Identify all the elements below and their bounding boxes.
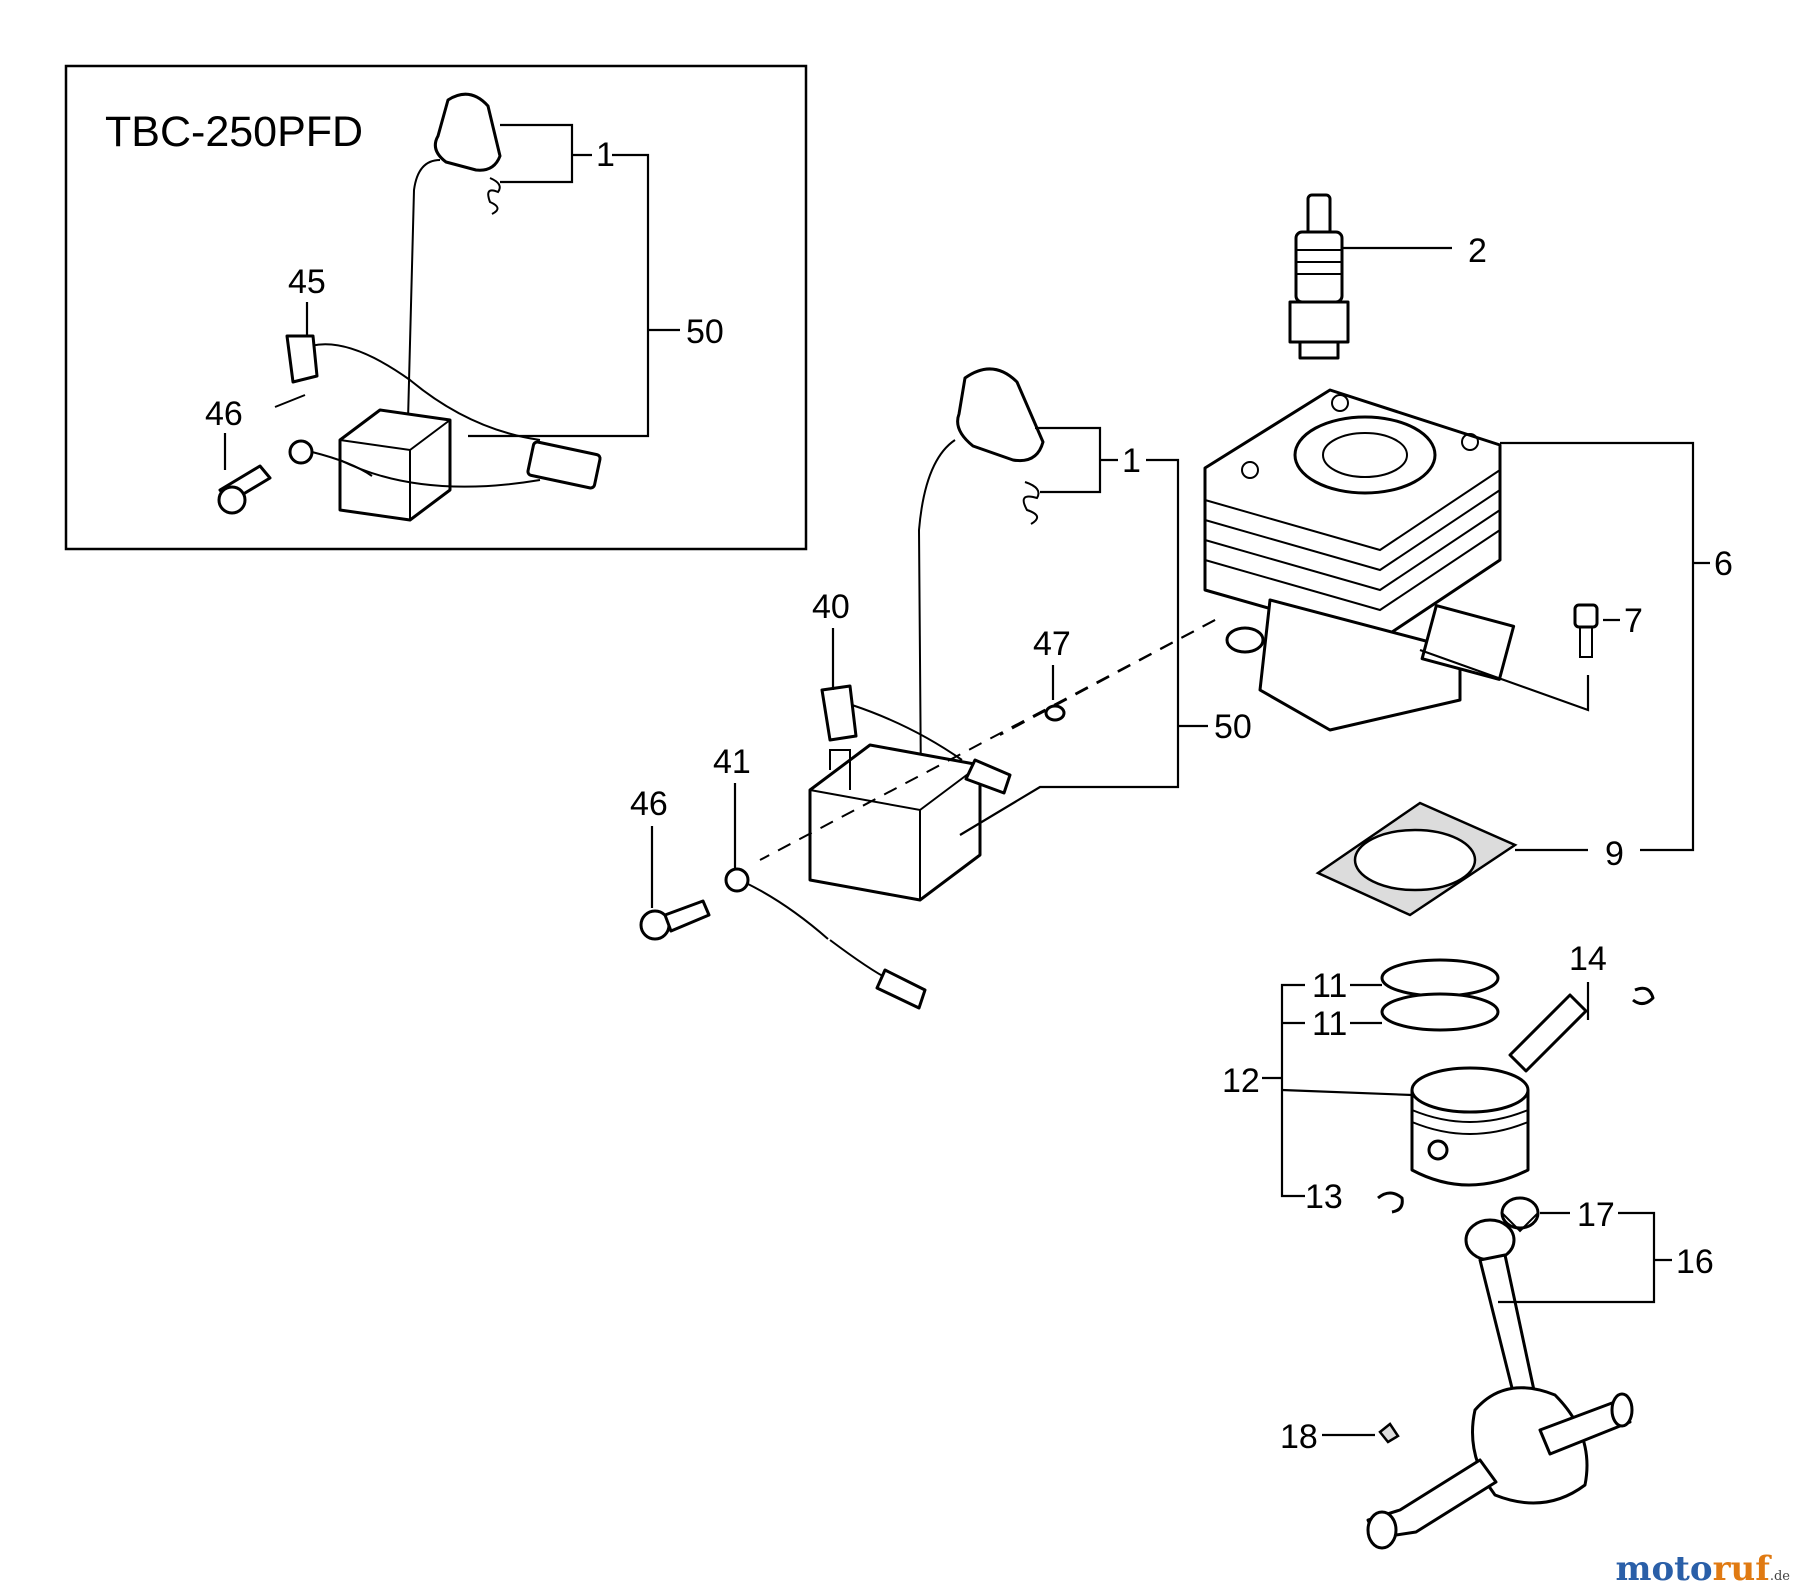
- label-47: 47: [1033, 625, 1071, 663]
- inset-leader-1: [500, 123, 574, 184]
- inset-bracket-50: [468, 153, 650, 438]
- bracket-16: [1498, 1211, 1656, 1304]
- circlip-drawing: [1377, 1191, 1404, 1214]
- ignition-coil-drawing: [639, 367, 1066, 1010]
- label-2: 2: [1468, 232, 1487, 270]
- cylinder-drawing: [1203, 388, 1516, 732]
- label-12: 12: [1222, 1062, 1260, 1100]
- label-16: 16: [1676, 1243, 1714, 1281]
- watermark-tld: .de: [1769, 1569, 1790, 1584]
- inset-label-50: 50: [686, 313, 724, 351]
- gasket-drawing: [1315, 801, 1518, 917]
- watermark-part2: ruf: [1712, 1549, 1770, 1589]
- label-6: 6: [1714, 545, 1733, 583]
- inset-panel: TBC-250PFD 1 50 45: [64, 64, 808, 551]
- piston-drawing: [1410, 1066, 1530, 1187]
- bracket-50: [959, 458, 1180, 836]
- spark-plug-drawing: [1288, 193, 1350, 360]
- label-1: 1: [1122, 442, 1141, 480]
- inset-label-1: 1: [596, 136, 615, 174]
- label-41: 41: [713, 743, 751, 781]
- label-13: 13: [1305, 1178, 1343, 1216]
- inset-frame: [64, 64, 808, 551]
- inset-label-46: 46: [205, 395, 243, 433]
- label-17: 17: [1577, 1196, 1615, 1234]
- inset-title: TBC-250PFD: [105, 108, 363, 156]
- label-46: 46: [630, 785, 668, 823]
- inset-ignition-coil-drawing: [217, 92, 602, 522]
- label-9: 9: [1605, 835, 1624, 873]
- brand-watermark: motoruf.de: [1616, 1549, 1790, 1589]
- watermark-part1: moto: [1615, 1549, 1713, 1589]
- needle-bearing-drawing: [1500, 1196, 1540, 1233]
- label-18: 18: [1280, 1418, 1318, 1456]
- piston-rings-drawing: [1380, 958, 1500, 1032]
- label-11-upper: 11: [1312, 967, 1347, 1005]
- piston-pin-drawing: [1508, 986, 1655, 1073]
- label-14: 14: [1569, 940, 1607, 978]
- label-11-lower: 11: [1312, 1005, 1347, 1043]
- inset-label-45: 45: [288, 263, 326, 301]
- bolt-drawing: [1573, 603, 1599, 658]
- label-40: 40: [812, 588, 850, 626]
- crankshaft-drawing: [1366, 1218, 1634, 1550]
- label-50: 50: [1214, 708, 1252, 746]
- bracket-6: [1500, 441, 1695, 852]
- label-7: 7: [1624, 602, 1643, 640]
